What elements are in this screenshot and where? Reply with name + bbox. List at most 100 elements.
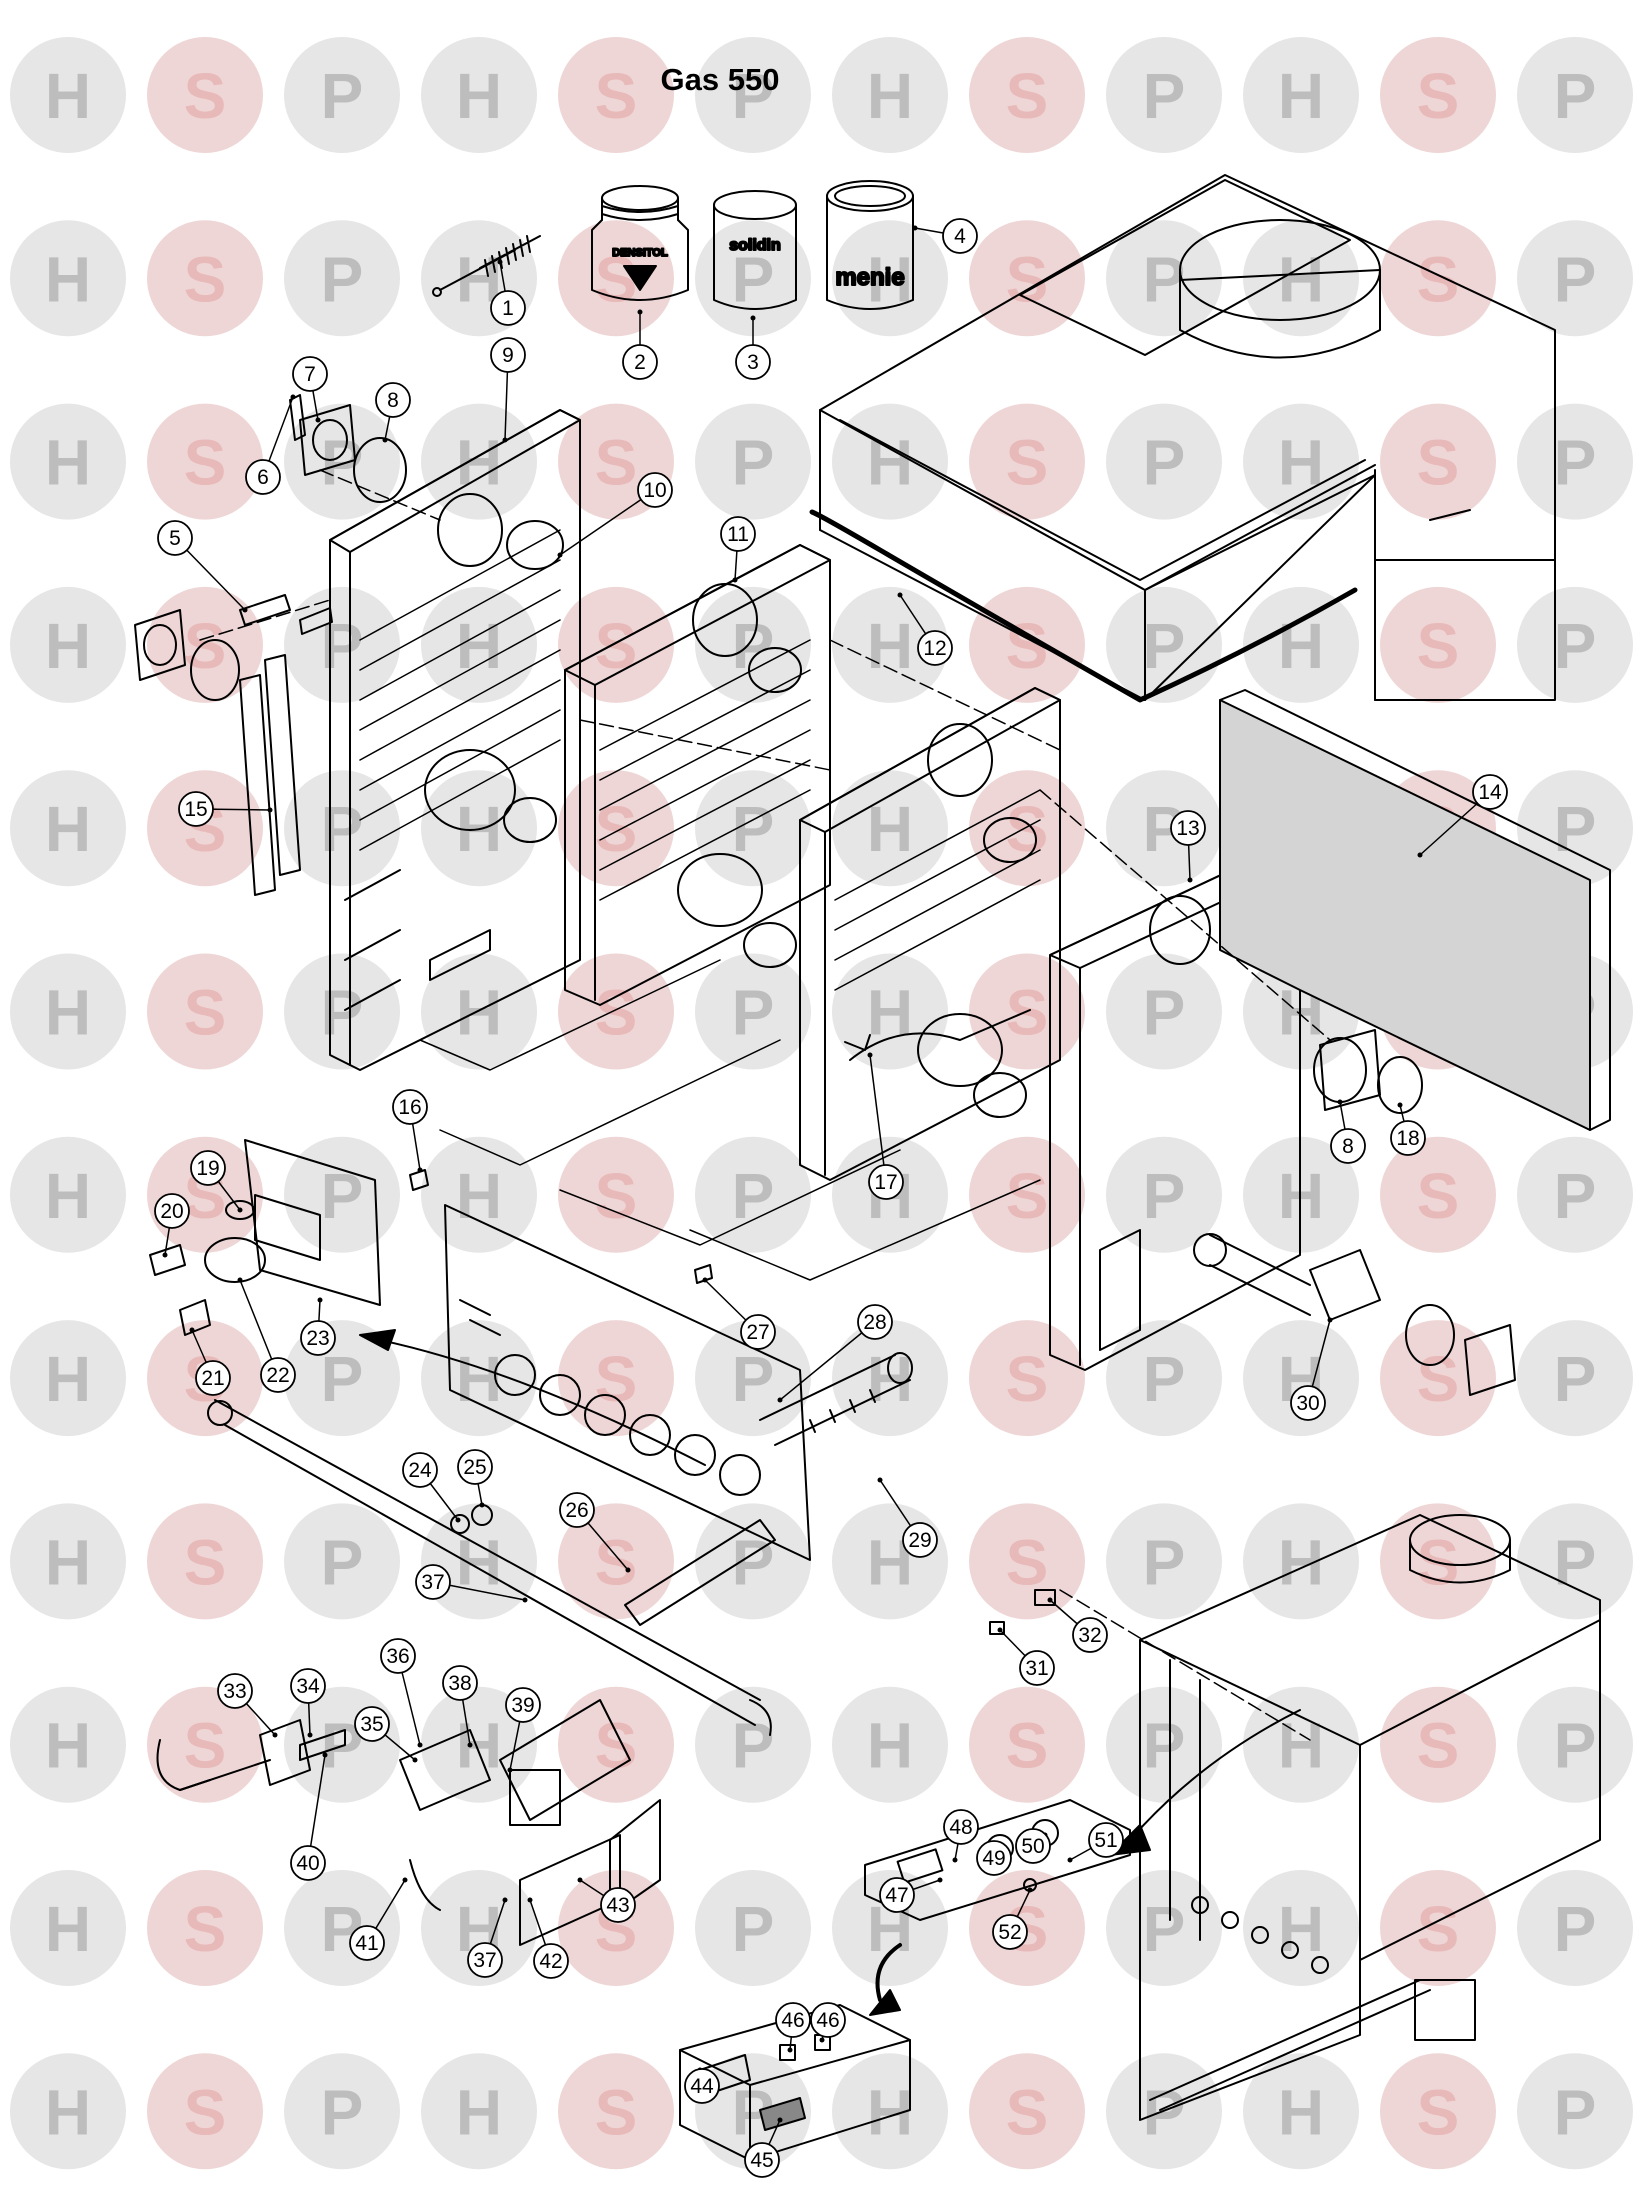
callout-42: 42 (527, 1897, 569, 1979)
callout-number: 11 (727, 523, 749, 546)
watermark-circle (1243, 1870, 1359, 1986)
callout-3: 3 (735, 315, 771, 380)
callout-2: 2 (622, 309, 658, 380)
callout-number: 46 (816, 2009, 839, 2032)
watermark-circle (1106, 770, 1222, 887)
watermark-letter: H (867, 60, 913, 132)
watermark-letter: H (1278, 243, 1324, 315)
callout-number: 21 (201, 1367, 224, 1390)
watermark-circle (969, 403, 1085, 520)
callout-46: 46 (775, 2002, 811, 2053)
callout-21: 21 (189, 1327, 231, 1396)
watermark-circle (1106, 1320, 1222, 1437)
watermark-circle (1243, 586, 1359, 703)
watermark-letter: S (1006, 2076, 1049, 2148)
watermark-letter: H (45, 427, 91, 499)
watermark-circle (1380, 1870, 1496, 1986)
callout-number: 37 (473, 1949, 496, 1972)
watermark-letter: S (1006, 1160, 1049, 1232)
callout-number: 43 (606, 1894, 629, 1917)
watermark-circle (695, 1686, 811, 1803)
callout-45: 45 (744, 2117, 783, 2178)
callout-number: 31 (1025, 1657, 1048, 1680)
gasket-left (190, 639, 240, 701)
callout-41: 41 (349, 1877, 408, 1961)
callout-10: 10 (557, 472, 673, 558)
watermark-circle (284, 1503, 400, 1620)
callout-number: 13 (1176, 817, 1199, 840)
watermark-letter: S (1006, 1343, 1049, 1415)
callout-number: 8 (387, 389, 399, 412)
callout-number: 9 (502, 344, 514, 367)
menie-can (826, 180, 914, 310)
callout-number: 38 (448, 1672, 471, 1695)
watermark-circle (147, 1503, 263, 1620)
watermark-letter: P (321, 427, 364, 499)
watermark-letter: H (456, 60, 502, 132)
watermark-letter: P (1554, 610, 1597, 682)
callout-number: 42 (539, 1950, 562, 1973)
watermark-letter: H (45, 1160, 91, 1232)
watermark-circle (284, 586, 400, 703)
watermark-letter: P (1554, 1526, 1597, 1598)
watermark-circle (969, 1136, 1085, 1253)
watermark-letter: H (1278, 2076, 1324, 2148)
callout-number: 36 (386, 1645, 409, 1668)
front-section (799, 687, 1061, 1181)
watermark-letter: P (1143, 977, 1186, 1049)
callout-9: 9 (490, 337, 526, 443)
callout-27: 27 (702, 1277, 776, 1350)
watermark-circle (421, 1870, 537, 1986)
watermark-circle (558, 2053, 674, 2170)
watermark-letter: S (1417, 1710, 1460, 1782)
watermark-circle (1380, 2053, 1496, 2170)
callout-number: 20 (160, 1200, 183, 1223)
callout-number: 22 (266, 1364, 289, 1387)
watermark-letter: S (595, 243, 638, 315)
callout-number: 2 (634, 351, 646, 374)
watermark-letter: P (1554, 1710, 1597, 1782)
nipple-front-low (973, 1072, 1027, 1118)
watermark-letter: P (321, 977, 364, 1049)
watermark-letter: P (732, 243, 775, 315)
callout-44: 44 (684, 2067, 720, 2104)
callout-49: 49 (976, 1840, 1012, 1876)
watermark-letter: S (595, 793, 638, 865)
watermark-letter: P (732, 1893, 775, 1965)
watermark-circle (1243, 220, 1359, 337)
watermark-letter: P (1143, 1526, 1186, 1598)
watermark-circle (421, 1686, 537, 1803)
watermark-letter: H (867, 610, 913, 682)
callout-28: 28 (777, 1304, 893, 1403)
callout-number: 12 (923, 637, 946, 660)
watermark-letter: P (732, 1710, 775, 1782)
callout-37: 37 (415, 1564, 528, 1603)
callout-number: 32 (1078, 1624, 1101, 1647)
watermark-letter: P (321, 1343, 364, 1415)
watermark-letter: H (867, 977, 913, 1049)
watermark-letter: S (1417, 1343, 1460, 1415)
rotate-arrow (875, 1943, 902, 2002)
watermark-circle (284, 37, 400, 153)
burner-front-plate (444, 1204, 811, 1561)
watermark-circle (1106, 1136, 1222, 1253)
watermark-circle (1517, 1320, 1633, 1437)
watermark-circle (558, 770, 674, 887)
callout-number: 7 (304, 363, 316, 386)
callout-5: 5 (157, 520, 248, 613)
watermark-letter: P (321, 793, 364, 865)
watermark-letter: S (595, 60, 638, 132)
watermark-letter: P (321, 243, 364, 315)
callout-6: 6 (245, 394, 296, 495)
callout-number: 45 (750, 2149, 773, 2172)
watermark-letter: P (732, 427, 775, 499)
watermark-circle (421, 1503, 537, 1620)
callout-40: 40 (290, 1752, 328, 1881)
watermark-letter: H (1278, 60, 1324, 132)
nipple-mid (503, 797, 557, 843)
callout-number: 44 (690, 2075, 714, 2098)
burner-tube-30 (1193, 1233, 1516, 1396)
callout-50: 50 (1015, 1828, 1051, 1864)
watermark-circle (147, 953, 263, 1070)
callout-1: 1 (490, 259, 526, 326)
